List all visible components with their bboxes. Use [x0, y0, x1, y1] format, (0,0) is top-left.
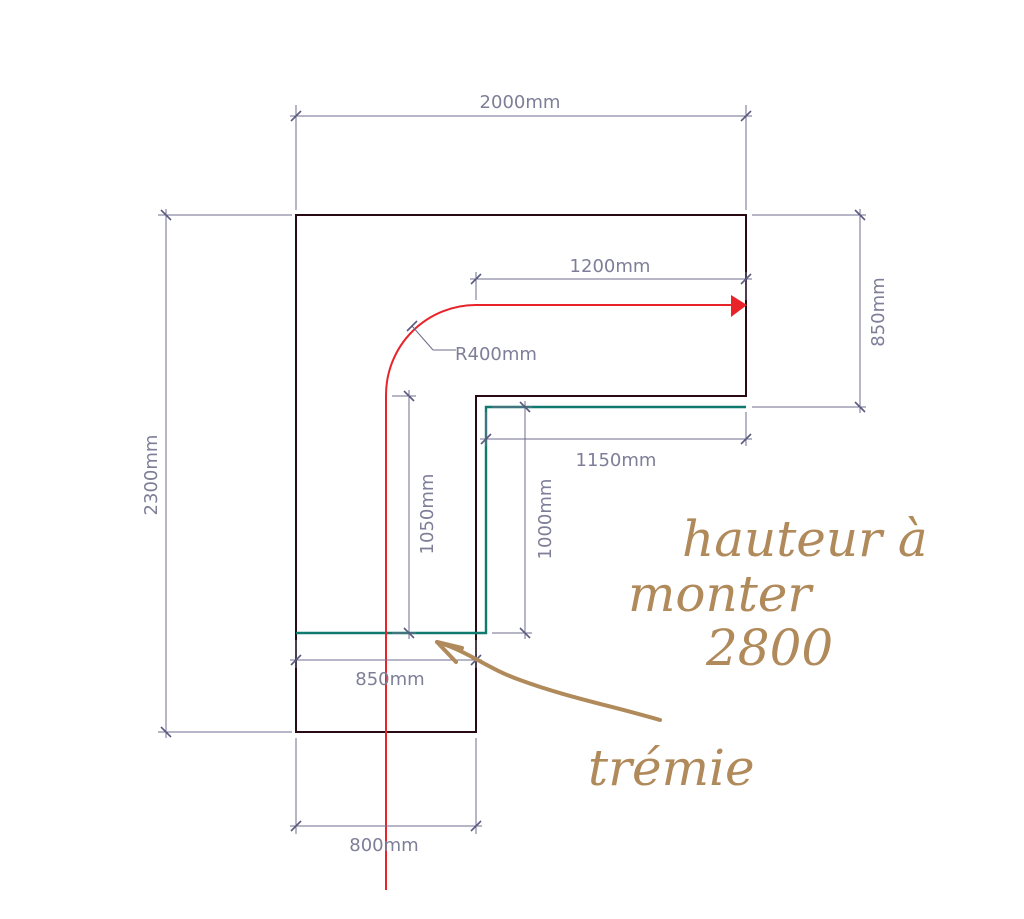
- handwritten-note-line2: monter: [628, 565, 814, 623]
- handwritten-note-line1: hauteur à: [682, 510, 928, 568]
- dimension-bottom-width-label: 800mm: [349, 835, 418, 856]
- dimension-flight-outer: 1000mm: [492, 401, 556, 639]
- walking-line-arrowhead: [731, 295, 747, 317]
- dimension-right-depth: 850mm: [752, 209, 889, 413]
- walking-line: [385, 304, 738, 890]
- dimension-height-left: 2300mm: [141, 209, 292, 738]
- dimension-inner-run-label: 1150mm: [576, 450, 657, 471]
- dimension-flight-inner: 1050mm: [392, 390, 438, 639]
- dimension-right-depth-label: 850mm: [868, 277, 889, 346]
- handwritten-tremie-annotation: trémie: [435, 640, 755, 797]
- dimension-width-top-label: 2000mm: [480, 92, 561, 113]
- dimension-landing-length: 1200mm: [470, 256, 752, 300]
- handwritten-height-note: hauteur à monter 2800: [628, 510, 928, 677]
- tremie-pointer-stroke: [435, 640, 662, 722]
- tremie-line: [296, 405, 746, 635]
- dimension-radius-label: R400mm: [455, 344, 537, 365]
- dimension-bottom-inner: 850mm: [290, 640, 482, 690]
- handwritten-tremie-label: trémie: [588, 739, 755, 797]
- dimension-height-left-label: 2300mm: [141, 435, 162, 516]
- dimension-bottom-width: 800mm: [290, 738, 482, 856]
- tremie-pointer-arrow: [435, 640, 464, 664]
- dimension-bottom-inner-label: 850mm: [355, 669, 424, 690]
- dimension-flight-outer-label: 1000mm: [535, 479, 556, 560]
- handwritten-note-line3: 2800: [705, 619, 833, 677]
- dimension-inner-run: 1150mm: [480, 412, 752, 471]
- dimension-radius: R400mm: [406, 320, 537, 365]
- dimension-flight-inner-label: 1050mm: [417, 474, 438, 555]
- dimension-landing-length-label: 1200mm: [570, 256, 651, 277]
- dimension-width-top: 2000mm: [290, 92, 752, 210]
- room-outline: [295, 214, 747, 733]
